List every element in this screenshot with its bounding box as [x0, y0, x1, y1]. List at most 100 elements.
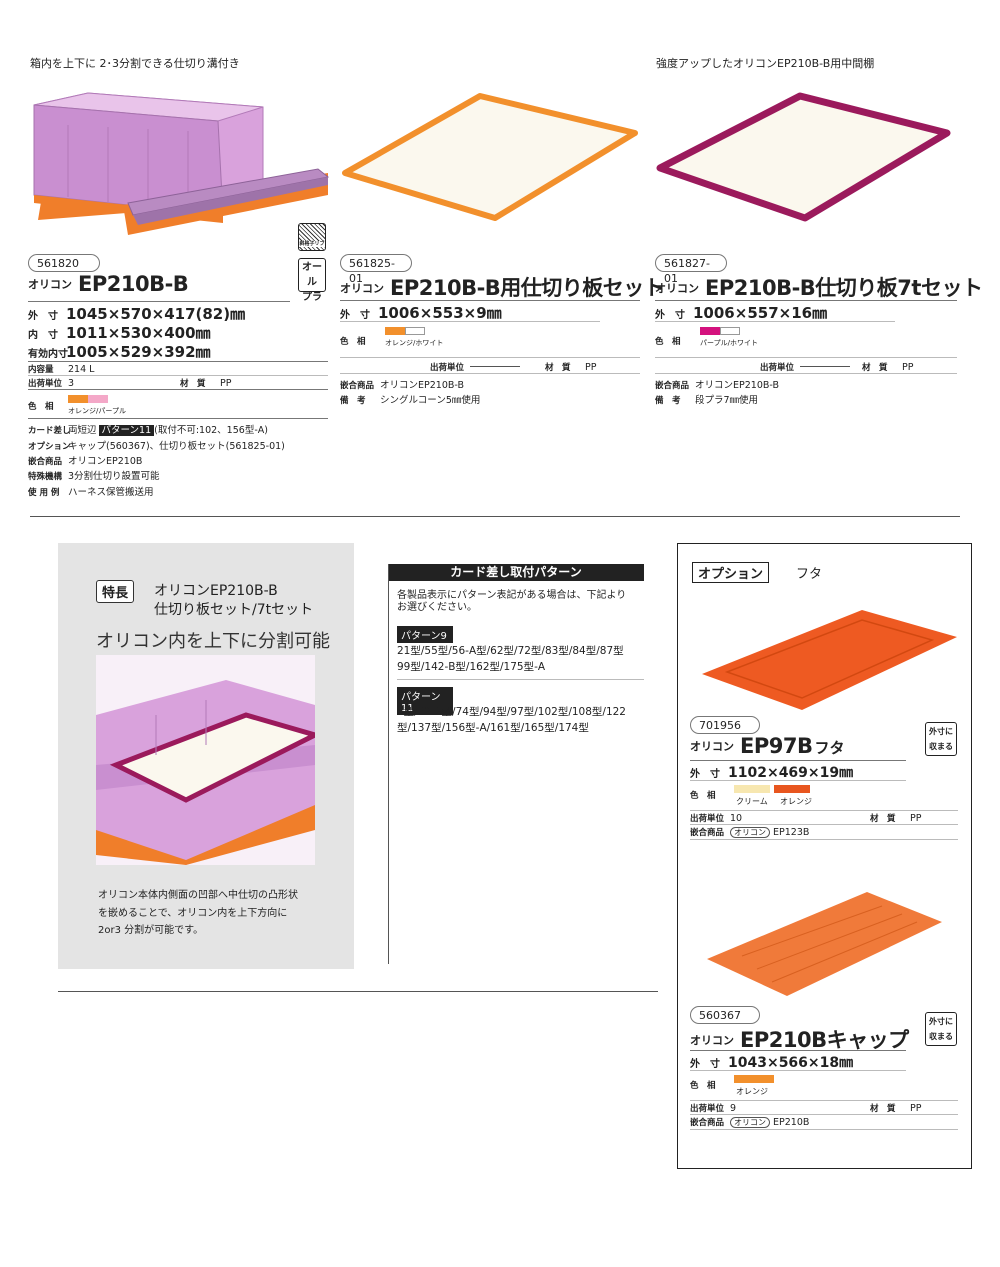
p1-ship-value: 3 [68, 378, 75, 389]
p2-outer-value: 1006×553×9㎜ [378, 304, 502, 322]
lid1-color-label: 色 相 [690, 791, 716, 801]
lid1-outer-label: 外 寸 [690, 769, 720, 780]
p2-code: 561825-01 [340, 254, 412, 285]
card-pattern11-label: パターン11 [397, 687, 453, 715]
lid1-nest-value: EP123B [773, 827, 810, 838]
grid-rib-badge: 斜格子リブ [298, 223, 326, 251]
lid1-mat-value: PP [910, 813, 922, 824]
p1-outer-value: 1045×570×417(82)㎜ [66, 305, 246, 323]
lid1-c1-name: クリーム [736, 797, 768, 806]
lid1-badge-line2: 収まる [929, 742, 953, 751]
grid-rib-label: 斜格子リブ [299, 241, 325, 247]
p2-rule-3 [340, 357, 640, 358]
p1-rule-2 [28, 361, 328, 362]
p2-mat-value: PP [585, 362, 597, 373]
lid1-suffix: フタ [814, 739, 845, 757]
p2-color-label: 色 相 [340, 337, 366, 347]
lid2-nest-label: 嵌合商品 [690, 1118, 725, 1128]
p1-eff-value: 1005×529×392㎜ [66, 343, 211, 361]
lid1-swatch-cream [734, 785, 770, 793]
p2-swatches [385, 326, 425, 337]
p2-ship-label: 出荷単位 [430, 363, 465, 373]
p1-eff-label: 有効内寸 [28, 349, 68, 360]
p1-opt-label: オプション [28, 442, 71, 452]
lid1-rule-3 [690, 810, 958, 811]
p2-name: EP210B-B用仕切り板セット [390, 276, 665, 300]
lid2-ship-label: 出荷単位 [690, 1104, 725, 1114]
card-intro-1: 各製品表示にパターン表記がある場合は、下記より [397, 590, 627, 601]
lid1-rule-2 [690, 780, 906, 781]
p3-ship-label: 出荷単位 [760, 363, 795, 373]
p1-color-name: オレンジ/パープル [68, 407, 126, 415]
lid2-rule-2 [690, 1070, 906, 1071]
p3-note-label: 備 考 [655, 396, 681, 406]
container-image [33, 92, 330, 235]
p3-name: EP210B-B仕切り板7tセット [705, 276, 983, 300]
lid2-swatches [734, 1074, 774, 1085]
lid1-outer-value: 1102×469×19㎜ [728, 765, 854, 781]
lid2-nest: 嵌合商品オリコン EP210B [690, 1116, 809, 1128]
p1-card: カード差し両短辺パターン11(取付不可:102、156型-A) [28, 422, 268, 436]
lid2-rule-4 [690, 1114, 958, 1115]
p2-color: 色 相 [340, 335, 380, 347]
p1-vol-value: 214 L [68, 364, 95, 375]
p2-rule-4 [340, 373, 640, 374]
p3-color-label: 色 相 [655, 337, 681, 347]
lid1-code: 701956 [690, 716, 760, 734]
p1-swatch-orange [68, 395, 88, 403]
p1-card-pre: 両短辺 [68, 425, 97, 436]
p3-mat-value: PP [902, 362, 914, 373]
lid1-badge-line1: 外寸に [929, 727, 953, 736]
p2-swatch-white [405, 327, 425, 335]
p2-rule-1 [340, 300, 640, 301]
p1-rule-1 [28, 301, 290, 302]
p3-swatch-purple [700, 327, 720, 335]
p1-nest-value: オリコンEP210B [68, 456, 143, 467]
lid1-nest-pill: オリコン [730, 827, 770, 838]
lid2-ship-value: 9 [730, 1103, 737, 1114]
card-pattern9-label: パターン9 [397, 626, 453, 643]
lid1-rule-5 [690, 839, 958, 840]
lid2-nest-pill: オリコン [730, 1117, 770, 1128]
feature-bottom-rule [58, 991, 658, 992]
lid1-image [702, 610, 957, 710]
p1-color: 色 相 [28, 400, 68, 412]
card-pattern9-line2: 99型/142-B型/162型/175型-A [397, 661, 546, 673]
feature-headline: オリコン内を上下に分割可能 [96, 631, 330, 652]
lid2-outer-value: 1043×566×18㎜ [728, 1055, 854, 1071]
lid1-c2-name: オレンジ [780, 797, 812, 806]
p1-use-value: ハーネス保管搬送用 [68, 487, 154, 498]
p1-swatch-purple [88, 395, 108, 403]
p2-note-value: シングルコーン5㎜使用 [380, 395, 481, 406]
lid2-prefix: オリコン [690, 1034, 734, 1047]
p2-outer-label: 外 寸 [340, 310, 370, 321]
p1-rule-3 [28, 375, 328, 376]
p1-card-label: カード差し [28, 426, 71, 436]
p1-code: 561820 [28, 254, 100, 272]
lid2-swatch-orange [734, 1075, 774, 1083]
lid1-fit-badge: 外寸に収まる [925, 722, 957, 756]
p1-card-post: (取付不可:102、156型-A) [154, 425, 268, 436]
lid1-rule-1 [690, 760, 906, 761]
lid1-prefix: オリコン [690, 740, 734, 753]
p3-nest: 嵌合商品オリコンEP210B-B [655, 377, 779, 391]
feature-title-1: オリコンEP210B-B [154, 583, 278, 599]
p1-use: 使 用 例ハーネス保管搬送用 [28, 484, 154, 498]
card-pattern11-line2: 型/137型/156型-A/161型/165型/174型 [397, 722, 589, 734]
all-plastic-line1: オール [302, 262, 322, 288]
p1-outer-label: 外 寸 [28, 311, 58, 322]
p3-color-name: パープル/ホワイト [700, 339, 758, 347]
lid2-rule-3 [690, 1100, 958, 1101]
lid2-mat-label: 材 質 [870, 1104, 896, 1114]
p1-nest-label: 嵌合商品 [28, 457, 63, 467]
p1-use-label: 使 用 例 [28, 488, 60, 498]
p3-rule-2 [655, 321, 895, 322]
p2-rule-2 [340, 321, 600, 322]
